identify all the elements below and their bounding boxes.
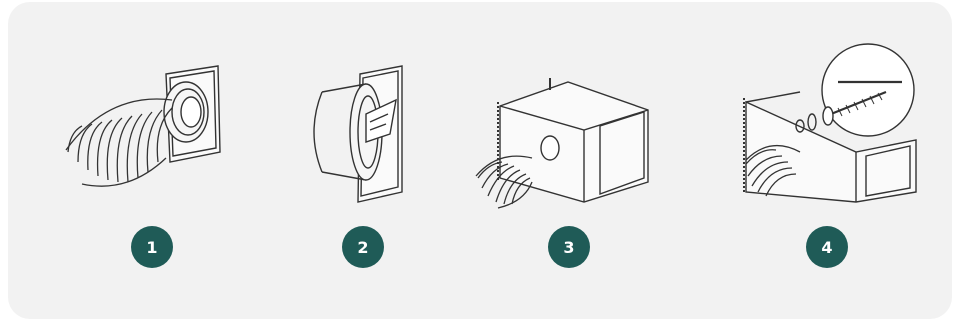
backdraft-flange-icon <box>262 52 462 222</box>
step-3: 3 <box>468 2 668 319</box>
step-2: 2 <box>262 2 462 319</box>
step-1: 1 <box>48 2 248 319</box>
step-number-badge: 1 <box>131 226 173 268</box>
rect-duct-hose-icon <box>468 52 668 222</box>
step-number-badge: 2 <box>342 226 384 268</box>
step-4: 4 <box>726 2 926 319</box>
screw-fasten-icon <box>726 52 926 222</box>
installation-steps-card: 1 2 <box>8 2 952 319</box>
duct-hose-attach-icon <box>48 52 248 222</box>
step-number-badge: 4 <box>806 226 848 268</box>
step-number-badge: 3 <box>548 226 590 268</box>
